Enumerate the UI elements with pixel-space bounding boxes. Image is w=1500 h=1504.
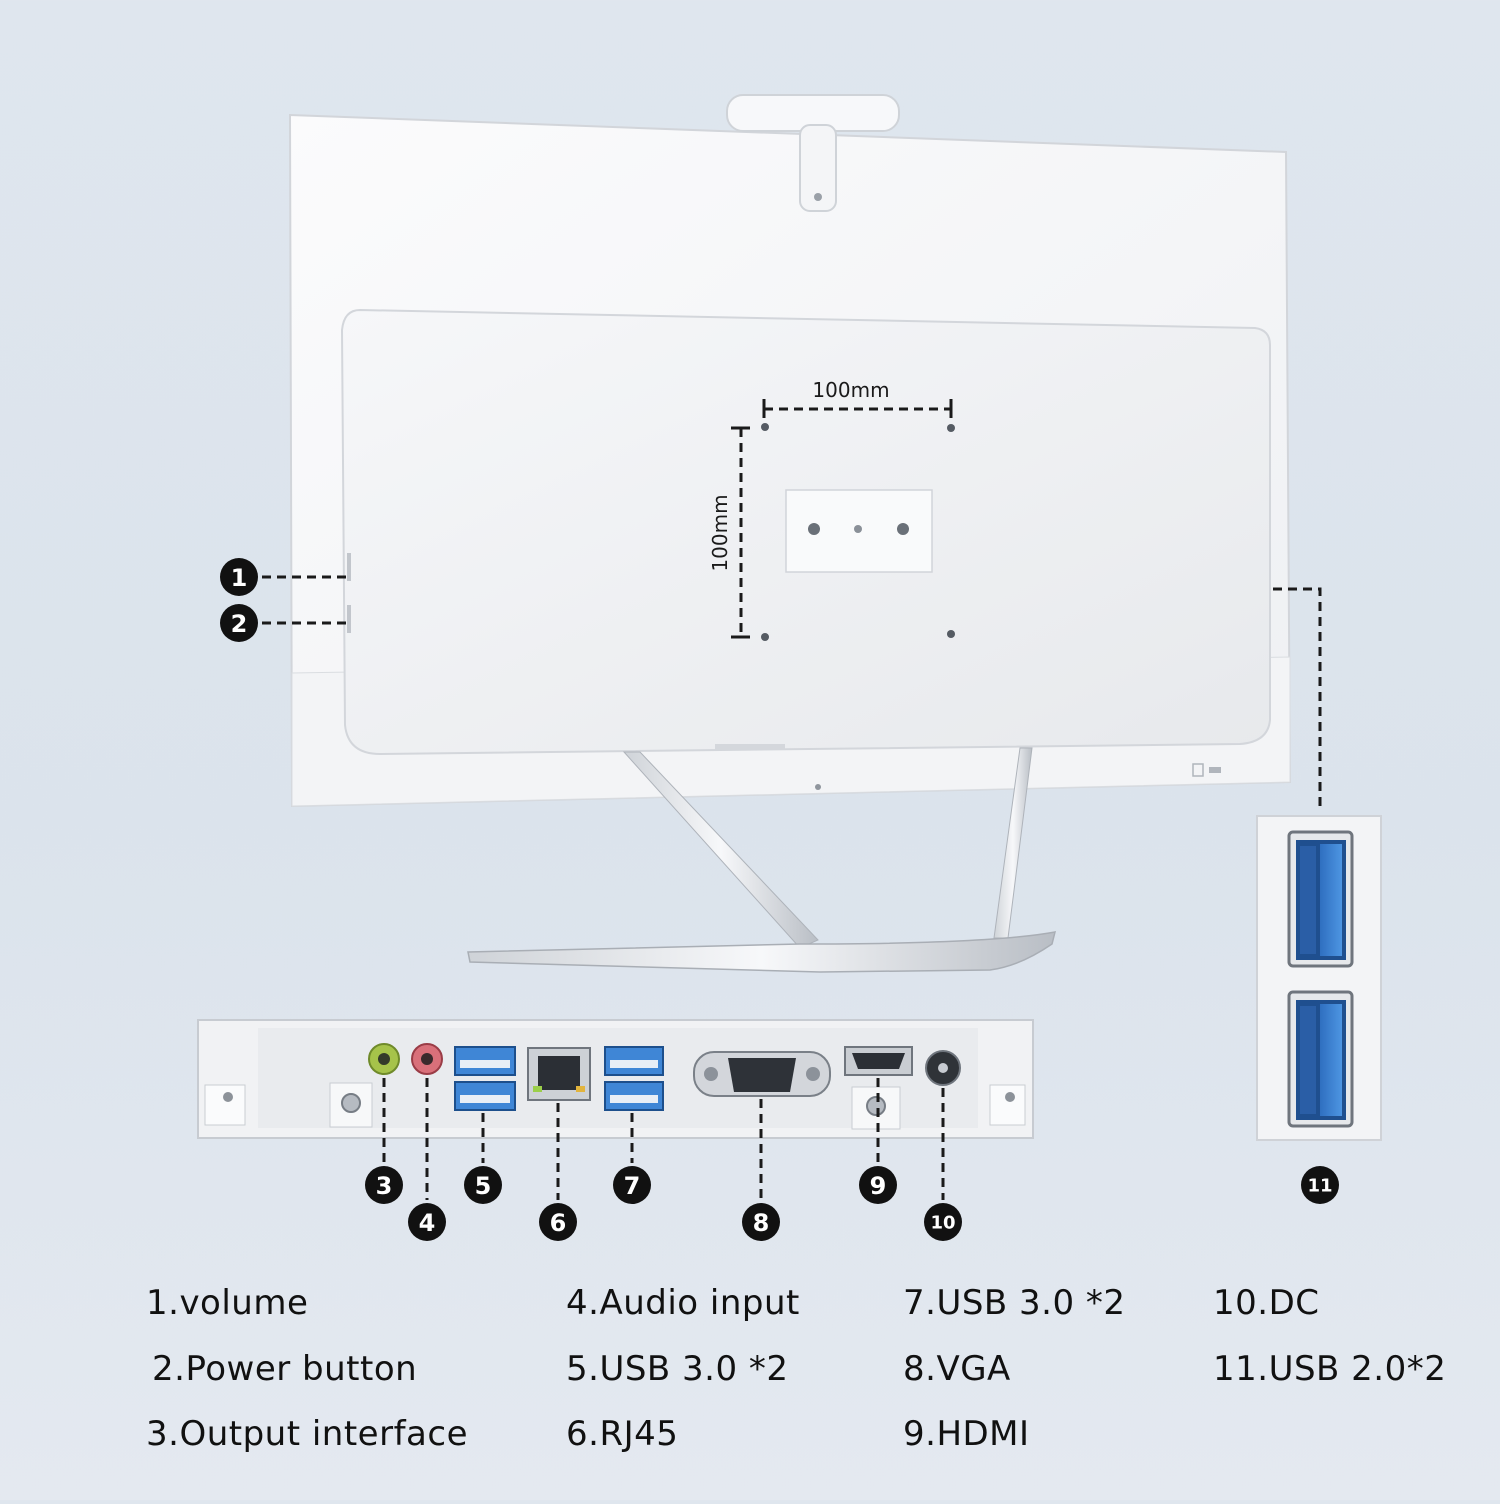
svg-text:1: 1 (231, 564, 248, 592)
usb3-port-group-left (454, 1046, 516, 1111)
dc-jack (925, 1050, 961, 1086)
power-button-slot (347, 605, 351, 633)
legend-item-power-button: 2.Power button (152, 1349, 418, 1389)
svg-text:7: 7 (624, 1172, 641, 1200)
legend-item-hdmi: 9.HDMI (903, 1414, 1030, 1454)
callout-badge-2: 2 (220, 604, 258, 642)
vertical-dimension-label: 100mm (708, 494, 732, 571)
callout-badge-8: 8 (742, 1203, 780, 1241)
horizontal-dimension-label: 100mm (812, 378, 889, 402)
legend-item-audio-input: 4.Audio input (566, 1283, 800, 1323)
callout-badge-1: 1 (220, 558, 258, 596)
callout-badge-7: 7 (613, 1166, 651, 1204)
callout-badge-9: 9 (859, 1166, 897, 1204)
hdmi-port (844, 1046, 913, 1076)
rj45-port (527, 1047, 591, 1101)
monitor-stand (467, 747, 1057, 973)
svg-text:9: 9 (870, 1172, 887, 1200)
legend-item-usb3-right: 7.USB 3.0 *2 (903, 1283, 1126, 1323)
legend-item-vga: 8.VGA (903, 1349, 1011, 1389)
callout-badge-4: 4 (408, 1203, 446, 1241)
legend-item-volume: 1.volume (146, 1283, 309, 1323)
legend-item-output-interface: 3.Output interface (146, 1414, 468, 1454)
svg-text:4: 4 (419, 1209, 436, 1237)
svg-text:6: 6 (550, 1209, 567, 1237)
svg-text:8: 8 (753, 1209, 770, 1237)
callout-leaders (262, 575, 1322, 1200)
legend-item-usb2: 11.USB 2.0*2 (1213, 1349, 1447, 1389)
usb3-port-group-right (604, 1046, 664, 1111)
webcam (726, 94, 900, 212)
svg-text:3: 3 (376, 1172, 393, 1200)
callout-badge-6: 6 (539, 1203, 577, 1241)
callout-badge-10: 10 (924, 1203, 962, 1241)
audio-output-jack (368, 1043, 400, 1075)
usb2-port-bottom (1287, 990, 1354, 1128)
svg-text:5: 5 (475, 1172, 492, 1200)
vesa-mount: 100mm 100mm (708, 378, 955, 641)
svg-text:2: 2 (231, 610, 248, 638)
callout-badge-5: 5 (464, 1166, 502, 1204)
svg-text:11: 11 (1307, 1176, 1332, 1197)
side-usb-panel (1256, 815, 1382, 1141)
audio-input-jack (411, 1043, 443, 1075)
legend-item-dc: 10.DC (1213, 1283, 1320, 1323)
rear-io-panel (197, 1019, 1034, 1139)
callout-badge-11: 11 (1301, 1166, 1339, 1204)
svg-text:10: 10 (930, 1213, 955, 1234)
volume-button-slot (347, 553, 351, 581)
usb2-port-top (1287, 830, 1354, 968)
legend-item-rj45: 6.RJ45 (566, 1414, 679, 1454)
callout-badge-3: 3 (365, 1166, 403, 1204)
vga-port (693, 1051, 831, 1097)
legend-item-usb3-left: 5.USB 3.0 *2 (566, 1349, 789, 1389)
